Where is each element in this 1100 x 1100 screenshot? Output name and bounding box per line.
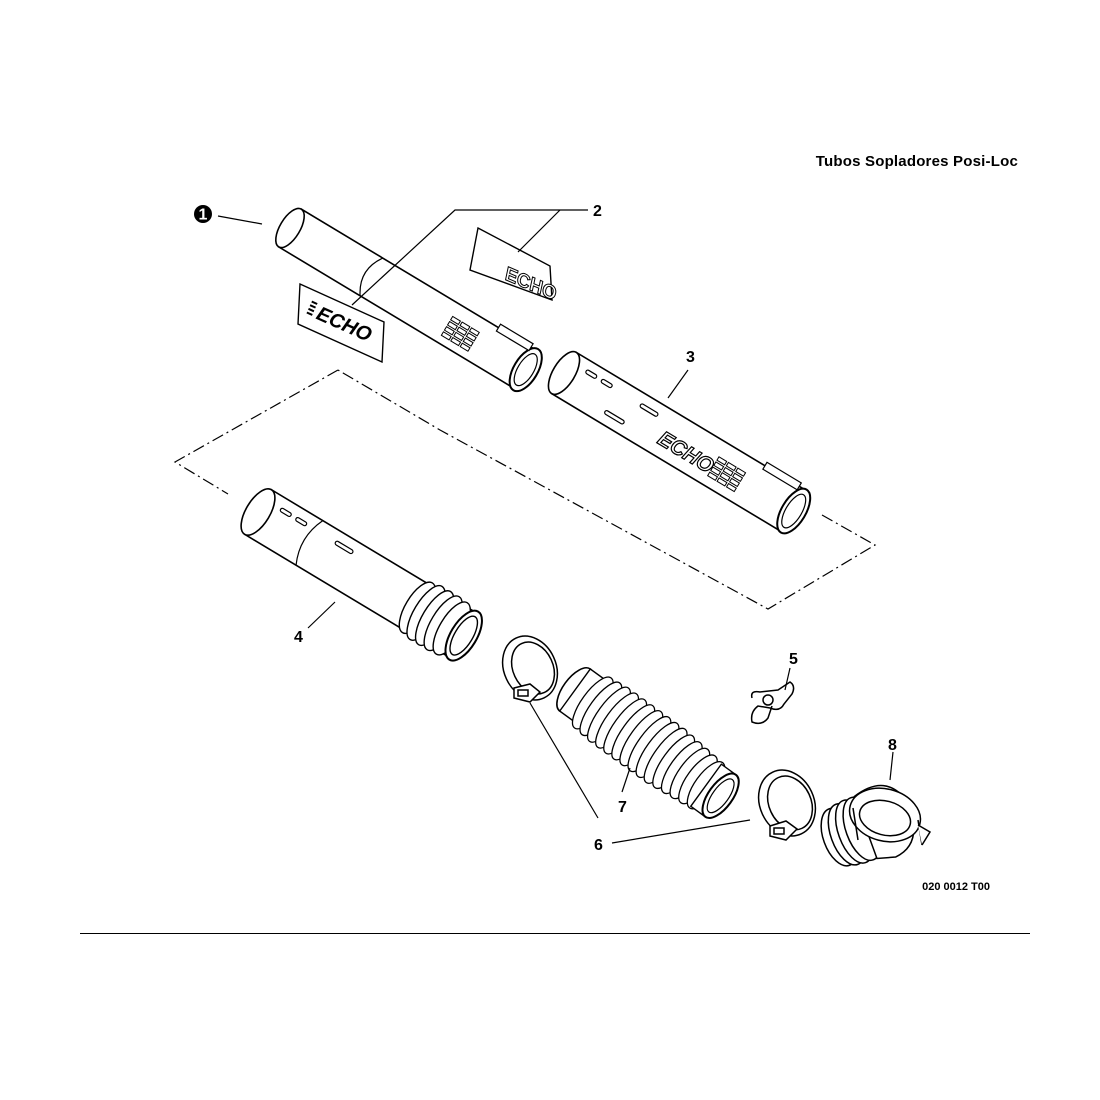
- page-title: Tubos Sopladores Posi-Loc: [815, 153, 1018, 170]
- part-7-flex-hose: [556, 667, 740, 819]
- diagram-code: 020 0012 T00: [922, 881, 990, 893]
- part-4-lower-pipe: [240, 488, 483, 662]
- callout-1: 1: [194, 205, 212, 224]
- callout-8: 8: [888, 737, 897, 754]
- footer-rule: [80, 933, 1030, 934]
- callout-2: 2: [593, 203, 602, 220]
- part-2-decal-rear: ECHO: [469, 226, 561, 303]
- assembly-dashed-line: [173, 369, 877, 610]
- callout-3: 3: [686, 349, 695, 366]
- part-8-elbow-fitting: [820, 784, 932, 867]
- callout-7: 7: [618, 799, 627, 816]
- header-title-clip: Tubos Sopladores Posi-Loc: [698, 148, 1018, 172]
- callout-6: 6: [594, 837, 603, 854]
- callout-1-label: 1: [199, 207, 208, 224]
- callout-4: 4: [294, 629, 303, 646]
- callout-5: 5: [789, 651, 798, 668]
- part-6-hose-clamp-right: [757, 769, 817, 841]
- part-1-upper-pipe: [274, 207, 543, 393]
- part-3-middle-pipe: ECHO: [547, 350, 812, 535]
- part-6-hose-clamp-left: [501, 635, 559, 703]
- part-5-wing-nut: [750, 681, 795, 725]
- leader-lines: [217, 209, 894, 844]
